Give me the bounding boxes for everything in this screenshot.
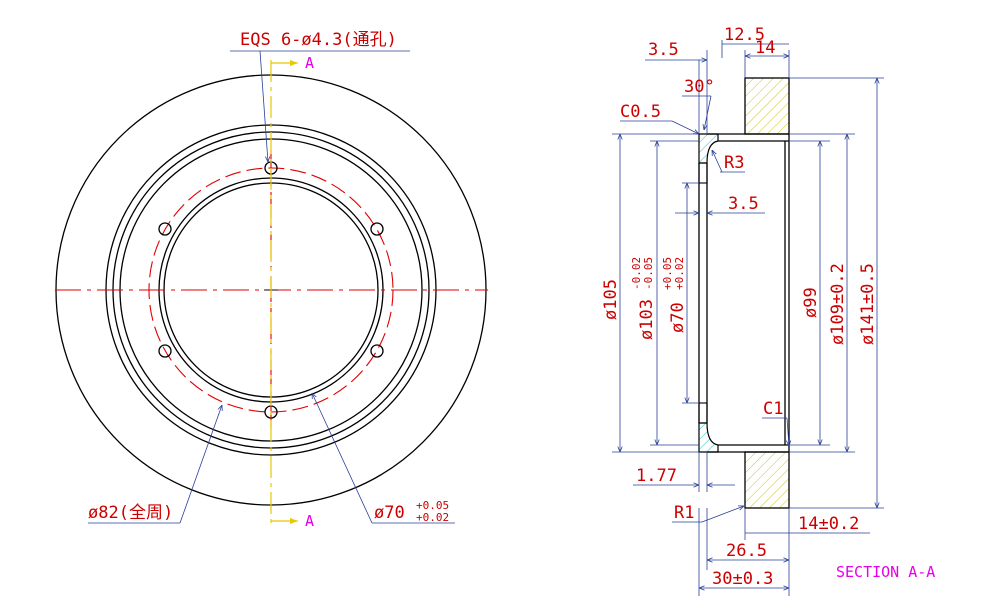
hole-note: EQS 6-ø4.3(通孔) — [240, 30, 397, 50]
upper-flange-section — [744, 77, 790, 135]
dia-105: ø105 — [601, 279, 621, 320]
front-view: A A EQS 6-ø4.3(通孔) ø82(全周) ø70 +0.05 +0.… — [55, 30, 488, 530]
dim-14-tol: 14±0.2 — [798, 514, 859, 534]
section-title: SECTION A-A — [836, 563, 935, 581]
dia-99: ø99 — [801, 287, 821, 318]
section-arrowhead-bottom — [290, 518, 298, 524]
radius-r1: R1 — [674, 503, 694, 523]
dia-109: ø109±0.2 — [828, 263, 848, 345]
dia-70-tol-upper: +0.05 — [661, 257, 674, 290]
bolt-hole-3 — [370, 344, 384, 358]
bolt-hole-2 — [370, 222, 384, 236]
pcd-leader — [179, 405, 222, 524]
section-view: 12.5 14 3.5 30° C0.5 R3 3.5 ø105 ø103 -0… — [601, 25, 935, 596]
section-arrowhead-top — [290, 60, 298, 66]
dia-103-tol-upper: -0.02 — [630, 257, 643, 290]
bore-tol-upper: +0.05 — [416, 499, 449, 512]
lower-lip-step — [698, 402, 708, 424]
bolt-hole-6 — [158, 222, 172, 236]
bore-tol-lower: +0.02 — [416, 511, 449, 524]
lower-lip-section — [698, 422, 719, 453]
radius-r3: R3 — [724, 153, 744, 173]
bore-label: ø70 — [374, 503, 405, 523]
r1-leader — [701, 506, 744, 523]
section-mark-bottom: A — [305, 512, 314, 530]
lower-flange-section — [744, 451, 790, 509]
dim-3-5-mid: 3.5 — [728, 194, 759, 214]
upper-lip-section — [698, 133, 719, 164]
dim-14-top: 14 — [755, 38, 775, 58]
pcd-label: ø82(全周) — [88, 503, 173, 523]
dia-103-tol-lower: -0.05 — [642, 257, 655, 290]
angle-30: 30° — [684, 77, 715, 97]
bore-leader — [312, 393, 373, 524]
dia-141: ø141±0.5 — [858, 263, 878, 345]
dim-1-77: 1.77 — [636, 466, 677, 486]
chamfer-c05: C0.5 — [620, 102, 661, 122]
r3-leader — [712, 150, 723, 173]
section-mark-top: A — [305, 54, 314, 72]
upper-lip-step — [698, 162, 708, 184]
angle-30-leader — [704, 95, 712, 130]
dim-30: 30±0.3 — [712, 569, 773, 589]
c05-leader — [671, 120, 699, 134]
hole-note-leader — [259, 50, 268, 162]
c1-leader — [787, 417, 789, 446]
dia-70-tol-lower: +0.02 — [673, 257, 686, 290]
dia-70-main: ø70 — [668, 302, 688, 333]
dim-12-5: 12.5 — [724, 25, 765, 45]
bolt-hole-5 — [158, 344, 172, 358]
chamfer-c1: C1 — [763, 399, 783, 419]
dia-103-main: ø103 — [637, 299, 657, 340]
dim-3-5-top: 3.5 — [648, 40, 679, 60]
dim-26-5: 26.5 — [726, 541, 767, 561]
